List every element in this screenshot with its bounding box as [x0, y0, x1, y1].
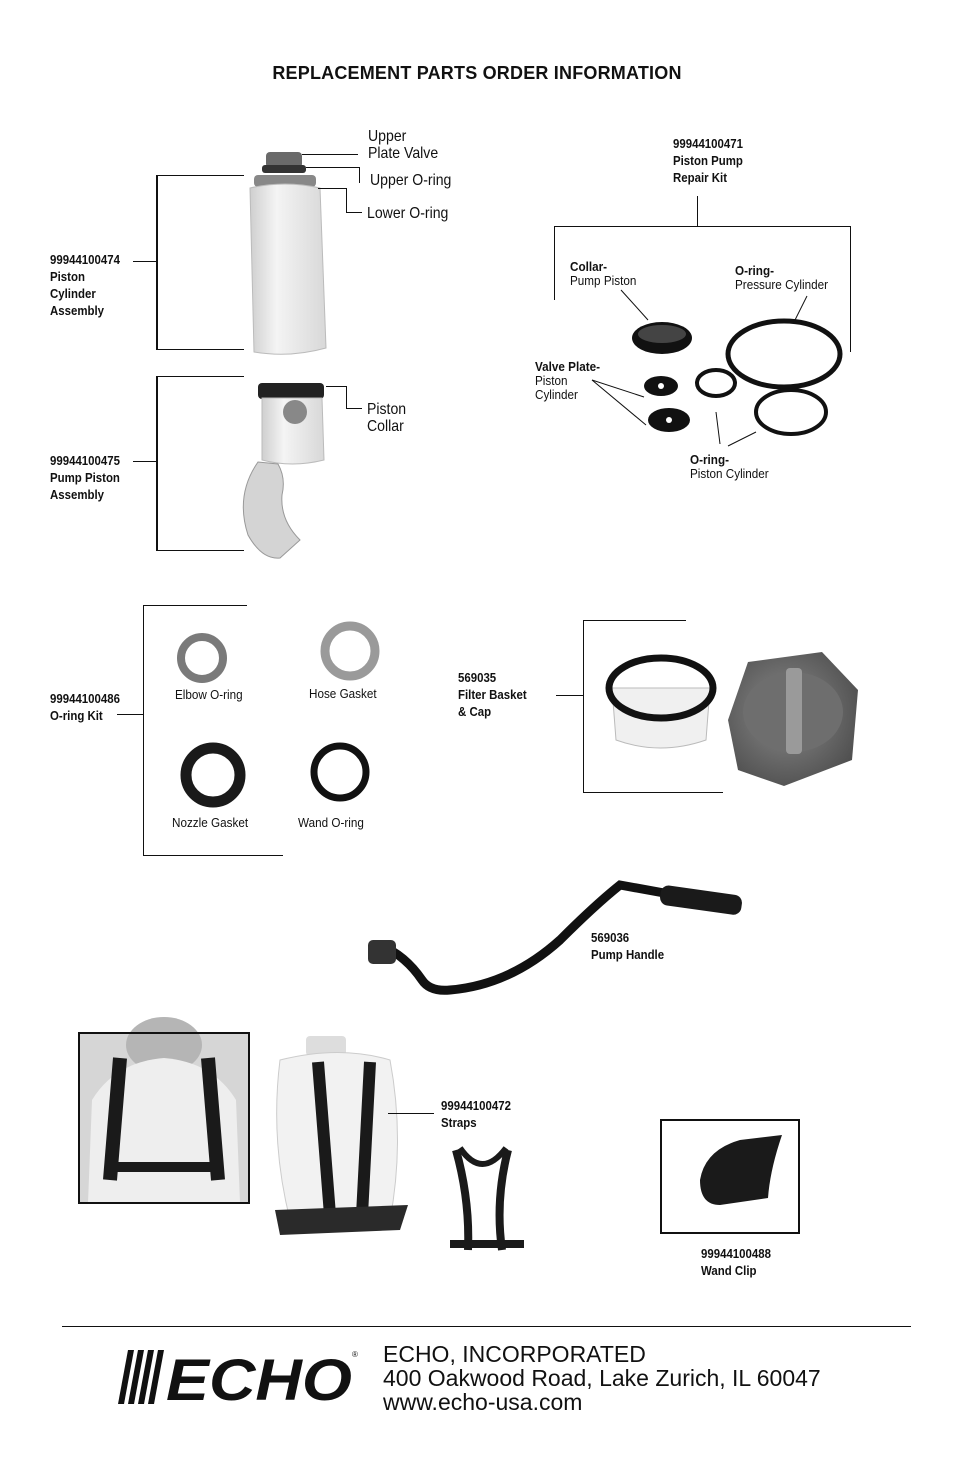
straps-label: 99944100472 Straps — [441, 1098, 511, 1130]
filter-basket-label: 569035 Filter Basket & Cap — [458, 670, 527, 719]
wand-oring-label: Wand O-ring — [298, 815, 364, 830]
pump-handle-label: 569036 Pump Handle — [591, 930, 665, 962]
bracket-line — [143, 855, 283, 856]
company-website: www.echo-usa.com — [383, 1389, 583, 1415]
loose-straps-image — [450, 1146, 524, 1251]
leader-line — [302, 154, 358, 155]
upper-oring-callout: Upper O-ring — [370, 172, 452, 189]
nozzle-gasket-label: Nozzle Gasket — [172, 815, 249, 830]
leader-line — [388, 1113, 434, 1114]
svg-text:ECHO: ECHO — [166, 1348, 352, 1406]
filter-basket-image — [605, 652, 858, 786]
leader-line — [346, 386, 347, 408]
upper-plate-valve-callout: Upper Plate Valve — [368, 128, 439, 162]
valve-plate-callout: Valve Plate- Piston Cylinder — [535, 359, 601, 402]
oring-piston-cylinder-callout: O-ring- Piston Cylinder — [690, 452, 769, 481]
bracket-line — [583, 620, 584, 793]
oring-kit-label: 99944100486 O-ring Kit — [50, 691, 120, 723]
leader-line — [346, 188, 347, 212]
echo-logo: ECHO ® — [118, 1348, 358, 1413]
leader-line — [306, 167, 359, 168]
footer-divider — [62, 1326, 911, 1327]
leader-line — [346, 408, 362, 409]
leader-line — [318, 188, 346, 189]
company-address-block: ECHO, INCORPORATED 400 Oakwood Road, Lak… — [383, 1342, 821, 1414]
bracket-line — [554, 226, 851, 227]
bracket-line — [554, 226, 555, 300]
bracket-line — [583, 792, 723, 793]
bracket-line — [143, 605, 247, 606]
bracket-line — [850, 226, 851, 352]
page-title: REPLACEMENT PARTS ORDER INFORMATION — [272, 63, 682, 83]
bracket-line — [156, 175, 244, 176]
leader-line — [697, 196, 698, 226]
wand-clip-label: 99944100488 Wand Clip — [701, 1246, 771, 1278]
pump-piston-label: 99944100475 Pump Piston Assembly — [50, 453, 120, 502]
oring-kit-image — [177, 621, 380, 808]
leader-line — [326, 386, 346, 387]
bracket-line — [156, 175, 158, 350]
elbow-oring-label: Elbow O-ring — [175, 687, 243, 702]
leader-line — [133, 261, 157, 262]
piston-cylinder-image — [249, 152, 327, 355]
leader-line — [359, 167, 360, 183]
bracket-line — [156, 550, 244, 551]
repair-kit-label: 99944100471 Piston Pump Repair Kit — [673, 136, 743, 185]
bracket-line — [156, 376, 158, 551]
company-name: ECHO, INCORPORATED — [383, 1341, 646, 1367]
piston-collar-callout: Piston Collar — [367, 401, 407, 435]
bracket-line — [156, 376, 244, 377]
hose-gasket-label: Hose Gasket — [309, 686, 377, 701]
company-address: 400 Oakwood Road, Lake Zurich, IL 60047 — [383, 1365, 821, 1391]
bracket-line — [156, 349, 244, 350]
registered-mark-icon: ® — [352, 1350, 358, 1359]
bracket-line — [583, 620, 686, 621]
tank-straps-image — [275, 1036, 408, 1235]
repair-kit-image — [632, 318, 843, 436]
leader-line — [117, 714, 144, 715]
collar-pump-piston-callout: Collar- Pump Piston — [570, 259, 637, 288]
pump-piston-image — [242, 383, 325, 559]
pump-handle-image — [368, 880, 742, 995]
lower-oring-callout: Lower O-ring — [367, 205, 449, 222]
person-straps-photo — [78, 1017, 250, 1204]
leader-line — [133, 461, 157, 462]
echo-logo-stripes-icon: ECHO — [118, 1348, 352, 1413]
oring-pressure-cylinder-callout: O-ring- Pressure Cylinder — [735, 263, 828, 292]
wand-clip-image — [660, 1119, 800, 1234]
leader-line — [556, 695, 584, 696]
leader-line — [346, 212, 362, 213]
piston-cylinder-label: 99944100474 Piston Cylinder Assembly — [50, 252, 120, 318]
bracket-line — [143, 605, 144, 856]
